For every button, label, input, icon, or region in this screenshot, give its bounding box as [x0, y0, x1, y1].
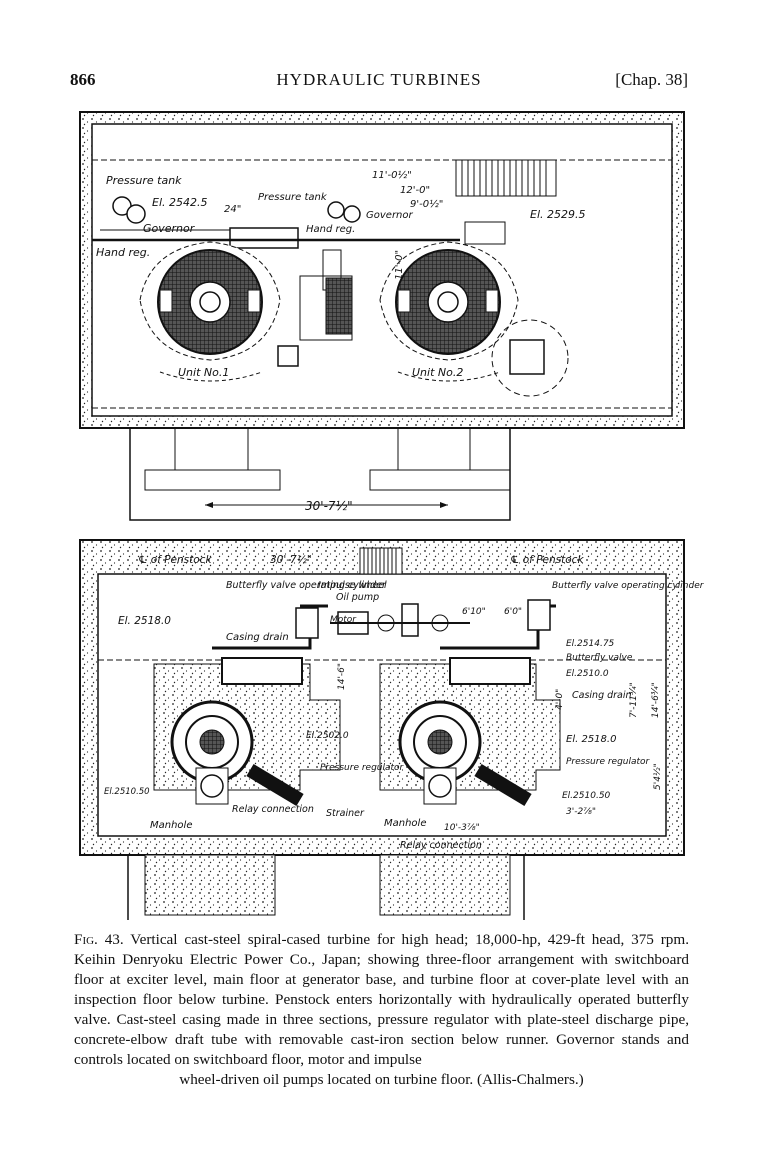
label-pressure-regulator-right: Pressure regulator — [566, 757, 651, 767]
label-el-2514: El.2514.75 — [566, 639, 615, 649]
label-cl-penstock-right: ℄ of Penstock — [510, 554, 584, 566]
label-el-2510-50-left: El.2510.50 — [104, 787, 150, 797]
spiral-casing-right — [398, 700, 482, 805]
label-governor-left: Governor — [143, 222, 196, 235]
spiral-casing-left — [170, 700, 254, 805]
label-plan-dim-30: 30'-7½" — [305, 499, 353, 513]
unit-2-plan — [379, 241, 569, 397]
plan-foundation — [129, 428, 511, 521]
label-el-2529: El. 2529.5 — [530, 208, 586, 221]
label-dim-14-6: 14'-6" — [337, 663, 347, 690]
label-dim-6-0: 6'0" — [504, 607, 522, 617]
label-dim-24: 24" — [224, 204, 241, 215]
label-el-2502: El.2502.0 — [306, 731, 349, 741]
label-casing-drain-right: Casing drain — [572, 690, 632, 701]
label-el-2518-right: El. 2518.0 — [566, 734, 616, 745]
label-el-2542: El. 2542.5 — [152, 196, 208, 209]
plan-view: Pressure tank El. 2542.5 Governor Hand r… — [79, 111, 685, 521]
label-impulse-wheel: Impulse wheel — [318, 580, 387, 591]
label-casing-drain-left: Casing drain — [226, 632, 289, 643]
label-relay-connection-left: Relay connection — [232, 804, 314, 815]
label-pressure-tank: Pressure tank — [106, 174, 182, 187]
running-header: 866 HYDRAULIC TURBINES [Chap. 38] — [70, 70, 688, 94]
label-pressure-regulator-left: Pressure regulator — [320, 763, 405, 773]
section-view: ℄ of Penstock 30'-7½" ℄ of Penstock Butt… — [79, 539, 705, 920]
label-hand-reg-2: Hand reg. — [306, 224, 355, 235]
label-hand-reg-left: Hand reg. — [96, 246, 150, 259]
label-el-2510-50-right: El.2510.50 — [562, 791, 611, 801]
label-unit-2: Unit No.2 — [412, 366, 463, 379]
label-dim-6-10: 6'10" — [462, 607, 486, 617]
label-butterfly-cyl-left: Butterfly valve operating cylinder — [226, 580, 387, 591]
label-dim-3-2: 3'-2⅞" — [566, 807, 596, 817]
caption-last-line: wheel-driven oil pumps located on turbin… — [179, 1071, 584, 1088]
running-title: HYDRAULIC TURBINES — [276, 70, 482, 89]
butterfly-valve-left — [221, 657, 303, 685]
label-butterfly-valve: Butterfly valve — [566, 653, 633, 663]
section-foundation — [127, 854, 525, 920]
unit-1-plan — [139, 241, 281, 382]
label-el-2518-left: El. 2518.0 — [118, 615, 171, 627]
butterfly-valve-right — [449, 657, 531, 685]
label-dim-5-4: 5'4½" — [653, 763, 663, 790]
label-manhole-left: Manhole — [150, 820, 192, 831]
label-pressure-tank-2: Pressure tank — [258, 192, 328, 203]
label-unit-1: Unit No.1 — [178, 366, 229, 379]
label-dim-11-vert: 11'-0" — [394, 250, 405, 280]
governor-icon — [126, 204, 146, 224]
label-motor: Motor — [330, 615, 357, 625]
figure-caption: Fig. 43. Vertical cast-steel spiral-case… — [74, 930, 689, 1090]
label-oil-pump: Oil pump — [336, 592, 379, 603]
label-dim-4-0: 4'-0" — [555, 689, 565, 710]
chapter-label: [Chap. 38] — [615, 70, 688, 89]
figure-number: Fig. 43. — [74, 931, 124, 948]
label-relay-connection-right: Relay connection — [400, 840, 482, 851]
label-strainer: Strainer — [326, 808, 365, 819]
label-cl-penstock-left: ℄ of Penstock — [138, 554, 212, 566]
stair — [455, 159, 557, 197]
label-el-2510: El.2510.0 — [566, 669, 609, 679]
label-dim-7-11: 7'-11¾" — [629, 682, 639, 718]
page-number: 866 — [70, 70, 96, 89]
label-butterfly-cyl-right: Butterfly valve operating cylinder — [552, 581, 705, 591]
label-dim-12-0: 12'-0" — [400, 185, 430, 196]
turbine-drawing: Pressure tank El. 2542.5 Governor Hand r… — [79, 111, 705, 920]
label-manhole-right: Manhole — [384, 818, 426, 829]
label-dim-9-0: 9'-0½" — [410, 198, 443, 210]
label-governor-2: Governor — [366, 210, 414, 221]
caption-text: Vertical cast-steel spiral-cased turbine… — [74, 931, 689, 1068]
label-dim-14-6-right: 14'-6¾" — [651, 682, 661, 718]
label-dim-11-0: 11'-0½" — [372, 169, 412, 181]
oil-pump-group — [330, 603, 470, 637]
label-dim-10-3: 10'-3⅞" — [444, 823, 480, 833]
label-section-dim-30: 30'-7½" — [270, 554, 312, 566]
